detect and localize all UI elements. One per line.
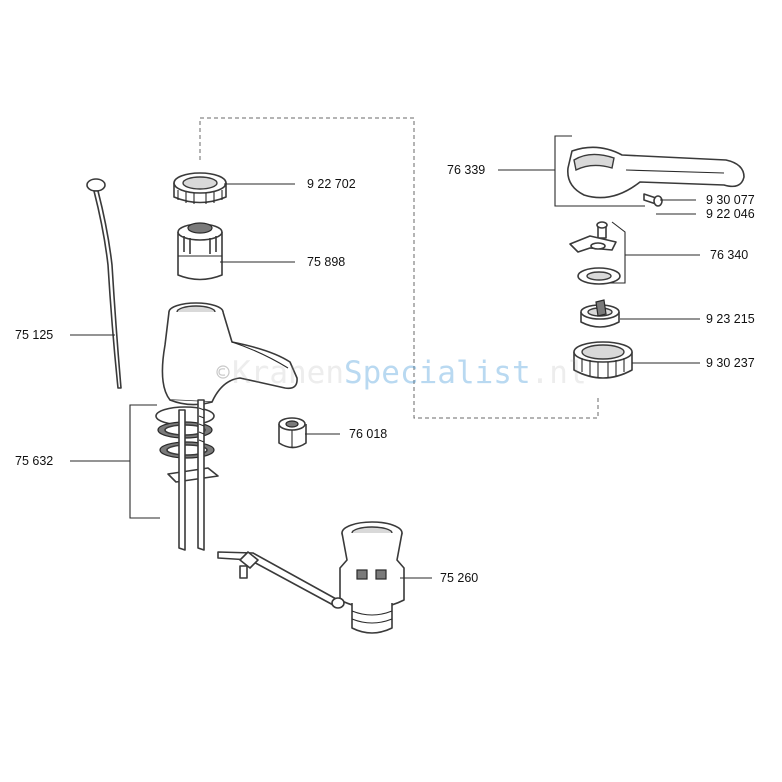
- lever-handle-part: [567, 146, 745, 199]
- handle-screw-part: [643, 193, 663, 207]
- small-screw-part: [596, 221, 608, 239]
- split-ring-part: [580, 299, 620, 328]
- tap-body-part: [161, 302, 298, 406]
- waste-valve-part: [217, 521, 405, 634]
- label-76-340: 76 340: [710, 248, 748, 262]
- label-75-898: 75 898: [307, 255, 345, 269]
- cartridge-part: [177, 222, 223, 281]
- svg-text:KranenSpecialist.nl: KranenSpecialist.nl: [232, 355, 587, 391]
- watermark-text-3: .nl: [531, 355, 587, 391]
- label-9-23-215: 9 23 215: [706, 312, 755, 326]
- watermark-text-1: Kranen: [232, 355, 344, 391]
- mounting-set-part: [155, 399, 219, 551]
- bracket-washer-part: [569, 235, 621, 285]
- part-number-labels: 9 22 702 75 898 75 125 76 018 75 632 75 …: [15, 163, 755, 585]
- watermark: KranenSpecialist.nl: [216, 355, 587, 391]
- label-75-632: 75 632: [15, 454, 53, 468]
- label-9-30-237: 9 30 237: [706, 356, 755, 370]
- label-9-30-077: 9 30 077: [706, 193, 755, 207]
- assembly-dashed-outline: [199, 117, 599, 419]
- lift-rod-part: [86, 178, 122, 389]
- watermark-text-2: Specialist: [344, 355, 531, 391]
- label-9-22-046: 9 22 046: [706, 207, 755, 221]
- threaded-ring-part: [173, 172, 227, 204]
- label-76-339: 76 339: [447, 163, 485, 177]
- label-9-22-702: 9 22 702: [307, 177, 356, 191]
- copyright-icon: [216, 365, 230, 379]
- label-75-260: 75 260: [440, 571, 478, 585]
- cover-ring-part: [573, 341, 633, 379]
- label-75-125: 75 125: [15, 328, 53, 342]
- leader-lines: [70, 135, 700, 579]
- nut-part: [278, 417, 307, 449]
- label-76-018: 76 018: [349, 427, 387, 441]
